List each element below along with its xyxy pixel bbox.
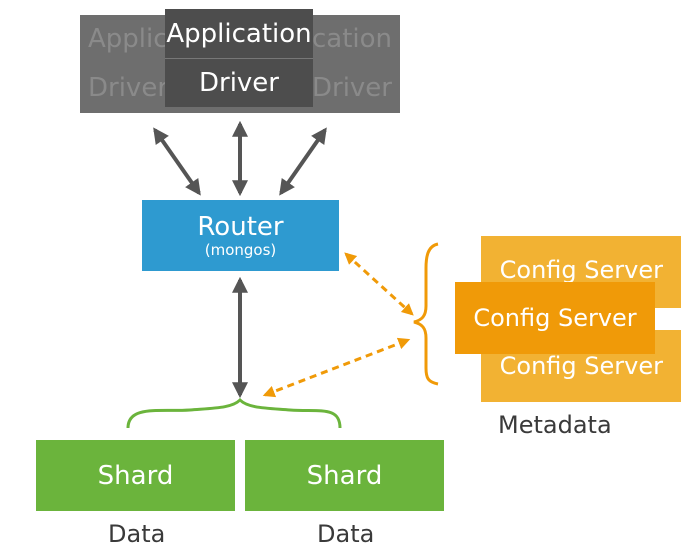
config-server-label-back-top: Config Server <box>499 256 663 284</box>
data-caption-2: Data <box>317 520 375 548</box>
router-config-arrow <box>344 252 414 316</box>
driver-box: Driver <box>165 59 313 107</box>
metadata-caption: Metadata <box>498 411 612 439</box>
shard-label-2: Shard <box>306 460 383 491</box>
driver-label-left: Driver <box>88 73 169 103</box>
application-box: Application <box>165 9 313 59</box>
shard-box-2: Shard <box>245 440 444 511</box>
config-server-primary: Config Server <box>455 282 655 354</box>
client-router-arrow-right <box>279 127 327 196</box>
shard-label-1: Shard <box>97 460 174 491</box>
shard-box-1: Shard <box>36 440 235 511</box>
config-server-label-primary: Config Server <box>473 304 637 332</box>
client-router-arrow-left <box>153 127 201 196</box>
data-caption-1: Data <box>108 520 166 548</box>
driver-label-right: Driver <box>311 73 392 103</box>
shard-brace <box>126 397 342 429</box>
config-server-label-back-bottom: Config Server <box>499 352 663 380</box>
driver-label: Driver <box>198 68 279 98</box>
router-title: Router <box>197 211 284 242</box>
application-label: Application <box>166 18 312 49</box>
shard-config-arrow <box>262 337 411 398</box>
config-server-brace <box>413 242 439 386</box>
router-box: Router (mongos) <box>142 200 339 271</box>
router-subtitle: (mongos) <box>204 240 277 259</box>
